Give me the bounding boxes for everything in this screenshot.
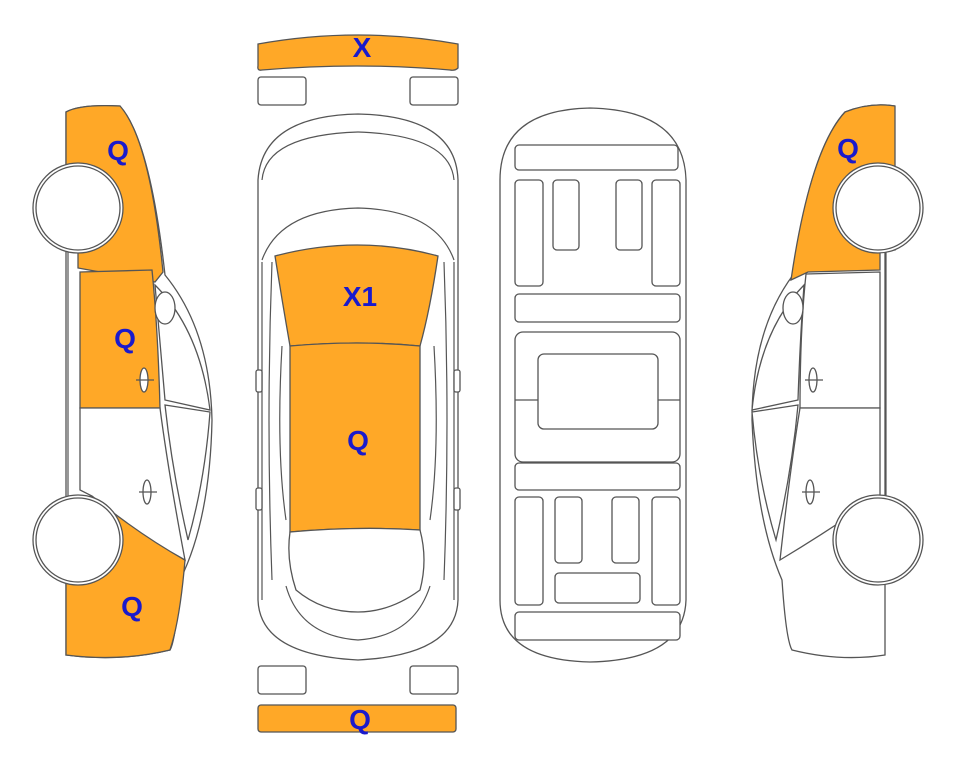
right-rear-wheel-icon [832, 494, 924, 586]
front-left-lamp [257, 76, 307, 106]
roof-code: Q [347, 425, 369, 456]
left-rear-wheel-icon [32, 494, 124, 586]
top-left-mirror [255, 369, 263, 393]
underbody-rear-crossmember [514, 611, 681, 641]
rear-right-lamp [409, 665, 459, 695]
underbody-rear-right-rail [651, 496, 681, 606]
rear-bumper-panel[interactable] [257, 704, 457, 733]
underbody-mid-rear-crossmember [514, 462, 681, 491]
rear-bumper-code: Q [349, 704, 371, 735]
left-rear-quarter-code: Q [121, 591, 143, 622]
left-side-view: Q Q Q [32, 104, 213, 659]
left-rear-window [164, 404, 211, 541]
right-rear-door-handle [802, 479, 820, 505]
left-front-wheel-icon [32, 162, 124, 254]
top-view: X X1 Q Q [255, 32, 461, 735]
windshield-code: X1 [343, 281, 377, 312]
underbody-rear-right-mount [611, 496, 640, 564]
underbody-mid-front-crossmember [514, 293, 681, 323]
underbody-front-right-rail [651, 179, 681, 287]
underbody-front-left-mount [552, 179, 580, 251]
front-bumper-code: X [353, 32, 372, 63]
trunk-line [285, 585, 431, 641]
front-bumper-panel[interactable] [257, 34, 459, 71]
hood-line [261, 207, 455, 261]
rear-window [288, 527, 425, 613]
hood-right-curve [357, 131, 455, 181]
hood-left-curve [261, 131, 359, 181]
right-door-line [443, 261, 448, 581]
top-left-rear-handle [255, 487, 263, 511]
right-rear-window [751, 404, 799, 543]
right-side-view: Q [751, 104, 924, 659]
left-front-fender-code: Q [107, 135, 129, 166]
underbody-front-left-rail [514, 179, 544, 287]
underbody-front-crossmember [514, 144, 679, 171]
left-door-line [268, 261, 273, 581]
underbody-view [499, 107, 687, 663]
underbody-fuel-tank [554, 572, 641, 604]
left-inner-line [279, 345, 287, 521]
rear-left-lamp [257, 665, 307, 695]
right-front-fender-code: Q [837, 133, 859, 164]
left-front-door-handle [136, 367, 154, 393]
underbody-rear-left-rail [514, 496, 544, 606]
underbody-center-tunnel [537, 353, 659, 430]
underbody-front-right-mount [615, 179, 643, 251]
left-rear-door-handle [139, 479, 157, 505]
right-mirror [782, 291, 804, 325]
right-front-wheel-icon [832, 162, 924, 254]
left-front-door-code: Q [114, 323, 136, 354]
front-right-lamp [409, 76, 459, 106]
top-right-rear-handle [453, 487, 461, 511]
top-right-mirror [453, 369, 461, 393]
left-mirror [154, 291, 176, 325]
right-front-door-handle [805, 367, 823, 393]
right-inner-line [429, 345, 437, 521]
underbody-rear-left-mount [554, 496, 583, 564]
